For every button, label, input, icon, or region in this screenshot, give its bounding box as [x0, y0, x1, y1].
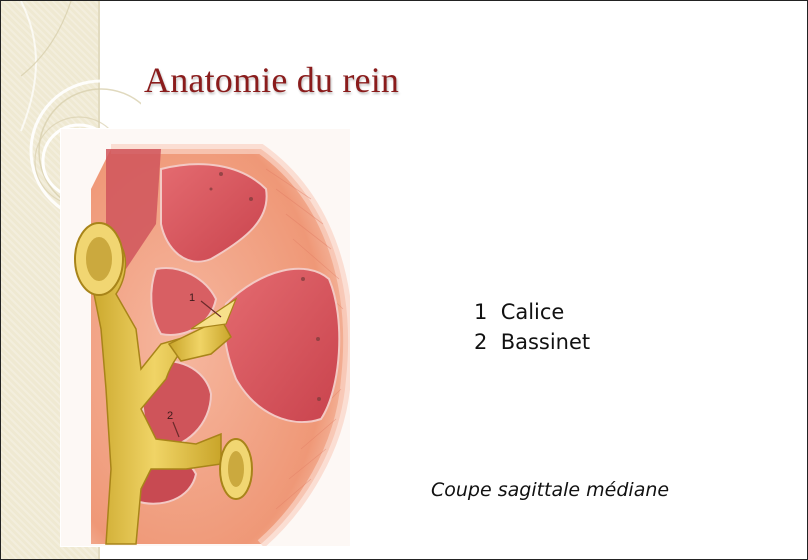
legend-number: 2: [474, 327, 494, 357]
slide-title: Anatomie du rein: [144, 59, 399, 101]
figure-label-calice: 1: [189, 292, 195, 304]
legend: 1 Calice 2 Bassinet: [474, 297, 590, 357]
figure-label-bassinet: 2: [167, 410, 173, 422]
figure-caption: Coupe sagittale médiane: [431, 479, 669, 501]
legend-label: Bassinet: [501, 330, 590, 354]
legend-item-bassinet: 2 Bassinet: [474, 327, 590, 357]
legend-label: Calice: [501, 300, 565, 324]
kidney-section-illustration: 1 2: [61, 129, 350, 546]
legend-item-calice: 1 Calice: [474, 297, 590, 327]
kidney-drawing: 1 2: [61, 129, 350, 546]
legend-number: 1: [474, 297, 494, 327]
